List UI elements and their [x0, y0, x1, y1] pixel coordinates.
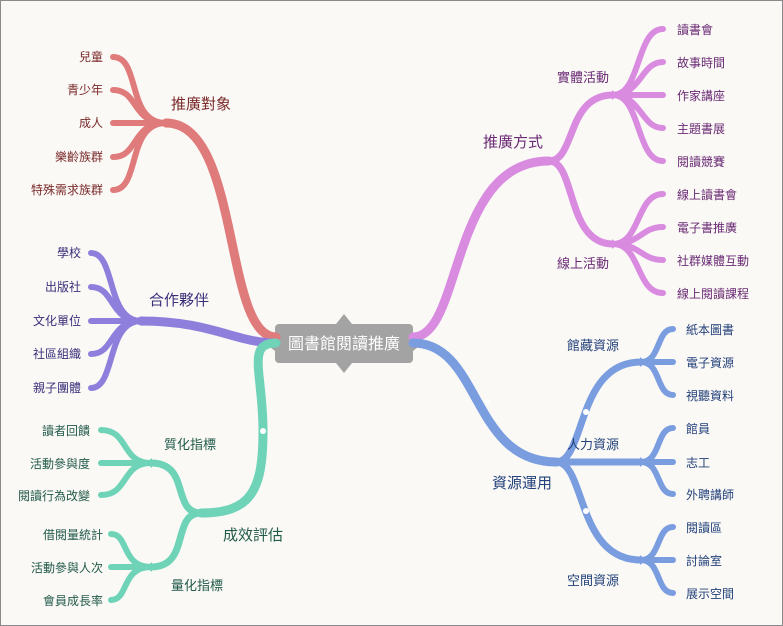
collapse-marker-partners[interactable]: [137, 316, 143, 326]
leaf-story-time[interactable]: 故事時間: [677, 55, 725, 70]
connector-qualitative: [147, 459, 205, 517]
branch-label-resources[interactable]: 資源運用: [492, 474, 552, 492]
branch-label-partners[interactable]: 合作夥伴: [149, 291, 209, 309]
leaf-community-orgs[interactable]: 社區組織: [33, 346, 81, 361]
branch-resources: 資源運用 館藏資源 人力資源 空間資源 紙本圖書 電子資源 視聽資料 館員 志工…: [408, 322, 734, 601]
leaf-author-talk[interactable]: 作家講座: [677, 88, 725, 103]
leaf-reading-area[interactable]: 閱讀區: [686, 521, 722, 535]
leaf-ebook-promo[interactable]: 電子書推廣: [677, 221, 737, 235]
connector-resources: [408, 338, 561, 467]
connector-physical-5: [610, 92, 666, 164]
central-topic[interactable]: 圖書館閱讀推廣: [265, 314, 423, 373]
branch-promo-target: 推廣對象 兒童 青少年 成人 樂齡族群 特殊需求族群: [31, 49, 281, 342]
connector-space-1: [638, 524, 676, 563]
branch-promo-method: 推廣方式 實體活動 線上活動 讀書會 故事時間 作家講座 主題書展 閱讀競賽 線…: [408, 23, 749, 342]
leaf-print-books[interactable]: 紙本圖書: [686, 322, 734, 337]
collapse-marker-promo-target[interactable]: [161, 118, 167, 128]
leaf-librarians[interactable]: 館員: [686, 421, 710, 436]
connector-space: [552, 458, 645, 564]
connector-online-4: [610, 241, 666, 296]
leaf-social-media[interactable]: 社群媒體互動: [677, 253, 749, 268]
leaf-circulation-stats[interactable]: 借閱量統計: [43, 527, 103, 542]
sub-label-qualitative[interactable]: 質化指標: [164, 438, 216, 453]
connector-collection-3: [638, 359, 676, 398]
branch-label-evaluation[interactable]: 成效評估: [223, 526, 283, 544]
central-topic-box: [275, 324, 413, 363]
connector-qual-3: [98, 460, 154, 498]
collapse-marker-human[interactable]: [640, 457, 646, 467]
leaf-reader-feedback[interactable]: 讀者回饋: [42, 423, 90, 438]
collapse-marker-qualitative[interactable]: [146, 458, 152, 468]
sub-label-quantitative[interactable]: 量化指標: [171, 579, 223, 594]
connector-online: [545, 157, 617, 248]
central-topic-bottom-arrow: [336, 363, 352, 373]
collapse-marker-online[interactable]: [612, 239, 618, 249]
leaf-theme-exhibit[interactable]: 主題書展: [677, 122, 725, 136]
connector-qual-1: [98, 427, 154, 466]
branch-label-promo-target[interactable]: 推廣對象: [171, 95, 231, 113]
leaf-reading-contest[interactable]: 閱讀競賽: [677, 154, 725, 169]
leaf-online-book-club[interactable]: 線上讀書會: [677, 187, 737, 202]
collapse-marker-quantitative[interactable]: [146, 562, 152, 572]
collapse-marker-collection[interactable]: [640, 357, 646, 367]
central-topic-top-arrow: [336, 314, 352, 324]
branch-label-promo-method[interactable]: 推廣方式: [483, 133, 543, 151]
midpoint-dot-collection: [583, 409, 589, 415]
midpoint-dot-evaluation: [260, 428, 266, 434]
leaf-teens[interactable]: 青少年: [67, 83, 103, 97]
leaf-cultural-units[interactable]: 文化單位: [33, 313, 81, 328]
sub-label-collection[interactable]: 館藏資源: [567, 339, 619, 354]
leaf-book-club[interactable]: 讀書會: [677, 23, 713, 37]
leaf-participation[interactable]: 活動參與度: [30, 456, 90, 471]
sub-label-online[interactable]: 線上活動: [557, 256, 609, 272]
sub-label-space[interactable]: 空間資源: [567, 574, 619, 589]
branch-partners: 合作夥伴 學校 出版社 文化單位 社區組織 親子團體: [33, 245, 281, 395]
leaf-attendance-count[interactable]: 活動參與人次: [31, 560, 103, 575]
connector-human-3: [638, 459, 676, 497]
leaf-online-course[interactable]: 線上閱讀課程: [677, 286, 749, 301]
leaf-parent-child-groups[interactable]: 親子團體: [33, 381, 81, 395]
central-topic-label: 圖書館閱讀推廣: [288, 334, 400, 353]
connector-quant-3: [108, 564, 154, 603]
connector-physical: [545, 91, 617, 165]
connector-partners-5: [88, 318, 144, 391]
midpoint-dot-resources: [485, 399, 491, 405]
connector-quantitative: [147, 509, 205, 571]
connector-space-3: [638, 557, 676, 596]
branch-evaluation: 成效評估 質化指標 量化指標 讀者回饋 活動參與度 閱讀行為改變 借閱量統計 活…: [18, 338, 283, 608]
connector-promo-target: [161, 118, 281, 342]
leaf-e-resources[interactable]: 電子資源: [686, 356, 734, 370]
connector-promo-method: [408, 156, 554, 342]
leaf-children[interactable]: 兒童: [79, 49, 103, 64]
leaf-discussion-room[interactable]: 討論室: [686, 553, 722, 568]
connector-promo-target-5: [110, 120, 169, 193]
leaf-special-needs[interactable]: 特殊需求族群: [31, 182, 103, 197]
leaf-seniors[interactable]: 樂齡族群: [55, 149, 103, 164]
leaf-membership-growth[interactable]: 會員成長率: [43, 593, 103, 608]
sub-label-human[interactable]: 人力資源: [567, 438, 619, 453]
connector-collection-1: [638, 326, 676, 365]
leaf-av-materials[interactable]: 視聽資料: [686, 388, 734, 403]
leaf-behavior-change[interactable]: 閱讀行為改變: [18, 488, 90, 503]
leaf-volunteers[interactable]: 志工: [686, 456, 710, 470]
connector-quant-1: [108, 531, 154, 570]
leaf-guest-lecturers[interactable]: 外聘講師: [686, 487, 734, 502]
connector-human-1: [638, 425, 676, 465]
collapse-marker-space[interactable]: [640, 555, 646, 565]
sub-label-physical[interactable]: 實體活動: [557, 70, 609, 86]
midpoint-dot-space: [583, 508, 589, 514]
connector-evaluation: [196, 338, 281, 518]
leaf-schools[interactable]: 學校: [57, 245, 81, 260]
collapse-marker-physical[interactable]: [612, 90, 618, 100]
leaf-publishers[interactable]: 出版社: [45, 279, 81, 294]
collapse-marker-resources[interactable]: [557, 457, 563, 467]
leaf-adults[interactable]: 成人: [79, 116, 103, 130]
leaf-exhibit-space[interactable]: 展示空間: [686, 587, 734, 601]
